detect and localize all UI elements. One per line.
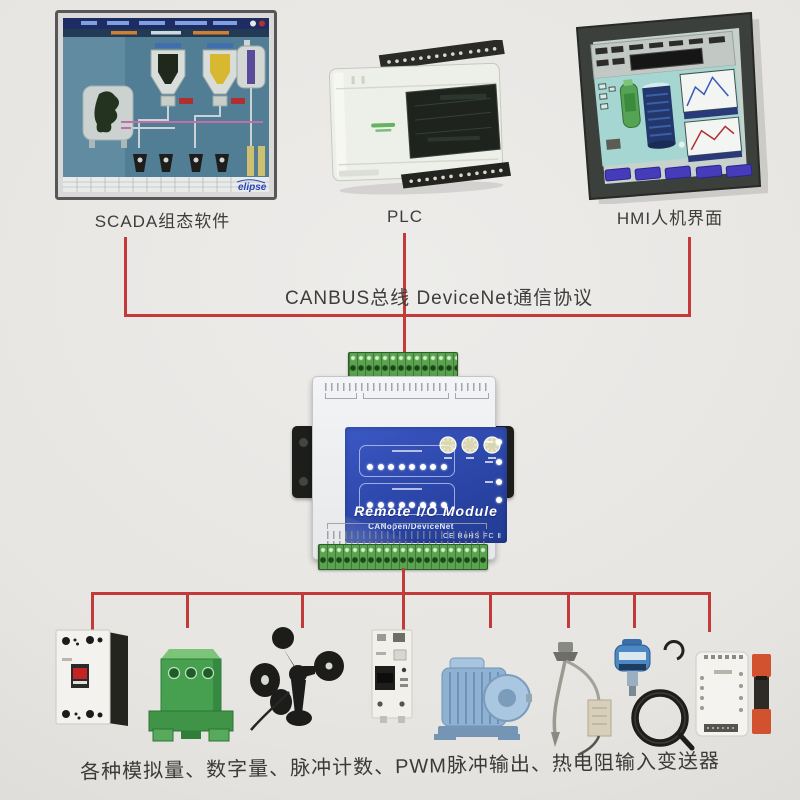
bus-drop-plc — [403, 233, 406, 354]
elipse-logo: elipse — [238, 182, 267, 193]
device-mini-circuit-breaker — [364, 626, 420, 724]
device-current-transformer — [143, 645, 239, 749]
device-drop-3 — [301, 592, 304, 628]
device-drop-4 — [402, 592, 405, 630]
module-subtitle: CANopen/DeviceNet — [368, 522, 454, 531]
scada-hopper-dark — [150, 43, 193, 107]
plc-graphic — [328, 40, 511, 195]
top-terminal-legend — [325, 383, 447, 391]
schneider-logo-mark — [371, 122, 396, 132]
legend-bracket — [455, 393, 489, 399]
output-led-group — [359, 483, 455, 515]
device-drop-7 — [633, 592, 636, 628]
hmi-blue-tank — [642, 82, 676, 149]
hmi-photo — [563, 6, 768, 204]
bus-drop-hmi — [688, 237, 691, 317]
remote-io-module: Remote I/O Module CANopen/DeviceNet CE R… — [290, 350, 516, 572]
io-feed-line — [402, 568, 405, 594]
input-led-group — [359, 445, 455, 477]
plc-label: PLC — [386, 207, 424, 226]
scada-label: SCADA组态软件 — [94, 212, 231, 231]
scada-mixing-tank — [82, 85, 134, 148]
module-body: Remote I/O Module CANopen/DeviceNet CE R… — [312, 376, 507, 560]
plc-body — [328, 62, 504, 182]
bus-protocol-label: CANBUS总线 DeviceNet通信协议 — [285, 288, 594, 309]
scada-column-tank — [236, 40, 266, 89]
device-electric-motor — [428, 646, 532, 744]
scada-screenshot: elipse — [55, 10, 277, 200]
devices-caption: 各种模拟量、数字量、脉冲计数、PWM脉冲输出、热电阻输入变送器 — [79, 750, 721, 784]
legend-bracket — [325, 393, 357, 399]
scada-bottom-valves — [133, 146, 265, 176]
status-led — [496, 479, 502, 485]
status-led — [496, 439, 502, 445]
device-pressure-transmitter — [608, 638, 696, 754]
scada-data-table: elipse — [63, 177, 269, 193]
hmi-graphic — [575, 11, 768, 204]
hmi-label: HMI人机界面 — [616, 209, 724, 228]
bus-horizontal-line — [124, 314, 691, 317]
device-molded-case-circuit-breaker — [46, 626, 142, 730]
hmi-buttons — [604, 163, 753, 182]
plc-photo — [323, 40, 511, 198]
device-drop-1 — [91, 592, 94, 632]
bottom-terminal-block — [318, 544, 488, 570]
top-terminal-block — [348, 352, 458, 377]
scada-hopper-yellow — [202, 43, 245, 107]
device-wind-speed-sensor — [243, 622, 349, 732]
scada-pipes — [133, 88, 252, 148]
hmi-green-vessel — [619, 79, 641, 128]
plc-top-terminals — [378, 40, 505, 71]
scada-menubar — [63, 18, 269, 37]
device-drop-6 — [567, 592, 570, 628]
module-title: Remote I/O Module — [354, 503, 498, 519]
device-drop-2 — [186, 592, 189, 628]
plc-label-panel — [405, 83, 501, 159]
device-signal-isolator-module — [692, 646, 772, 742]
close-button-icon — [259, 20, 265, 27]
bus-drop-scada — [124, 237, 127, 317]
scada-screenshot-graphic: elipse — [55, 10, 277, 200]
legend-bracket — [363, 393, 449, 399]
plc-bottom-terminals — [400, 161, 511, 189]
scada-pink-pipes — [121, 121, 263, 129]
hmi-trend-charts — [679, 68, 743, 163]
status-led — [496, 459, 502, 465]
window-button — [250, 20, 256, 27]
legend-bracket — [393, 523, 487, 529]
bottom-terminal-legend — [327, 531, 485, 539]
device-drop-5 — [489, 592, 492, 628]
legend-bracket — [327, 523, 385, 529]
device-drop-8 — [708, 592, 711, 632]
device-bus-line — [91, 592, 711, 595]
top-terminal-legend-right — [455, 383, 487, 391]
hmi-screen-content — [590, 30, 753, 182]
device-temperature-probe — [536, 640, 618, 758]
status-led — [496, 497, 502, 503]
